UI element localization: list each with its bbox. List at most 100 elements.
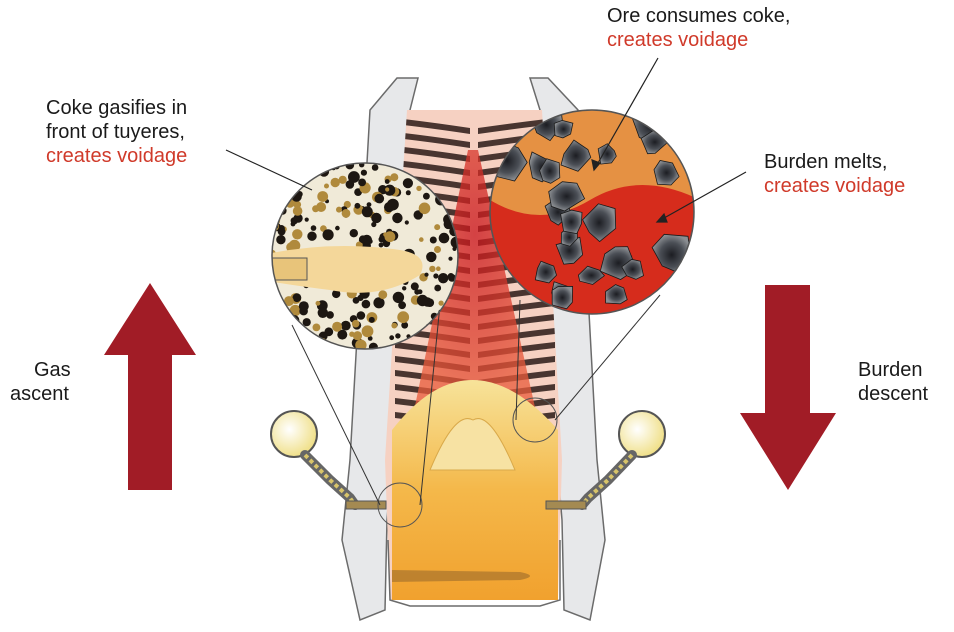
coke-particle (313, 324, 321, 332)
coke-particle (276, 235, 285, 244)
coke-particle (448, 257, 452, 261)
ore-particle (561, 210, 582, 234)
coke-particle (346, 180, 355, 189)
ore-consumes-highlight: creates voidage (607, 28, 790, 52)
coke-particle (332, 322, 342, 332)
coke-particle (331, 178, 340, 187)
coke-particle (305, 333, 314, 342)
coke-particle (419, 203, 431, 215)
coke-particle (424, 273, 428, 277)
coke-particle (362, 325, 374, 337)
coke-particle (389, 335, 394, 340)
coke-particle (426, 252, 436, 262)
coke-particle (397, 311, 409, 323)
coke-particle (395, 333, 400, 338)
coke-particle (434, 224, 440, 230)
coke-particle (341, 321, 351, 331)
coke-particle (301, 168, 306, 173)
coke-particle (323, 229, 334, 240)
coke-particle (430, 237, 437, 244)
burden-descent-arrow (740, 285, 836, 490)
coke-particle (371, 213, 381, 223)
coke-particle (378, 290, 387, 299)
coke-particle (311, 225, 317, 231)
coke-particle (411, 282, 419, 290)
coke-gasifies-line2: front of tuyeres, (46, 120, 187, 144)
coke-particle (439, 233, 450, 244)
coke-gasifies-label: Coke gasifies in front of tuyeres, creat… (46, 96, 187, 168)
coke-particle (391, 323, 397, 329)
coke-particle (350, 173, 355, 178)
coke-particle (283, 191, 288, 196)
gas-ascent-line2: ascent (10, 382, 71, 406)
coke-particle (438, 273, 448, 283)
coke-particle (312, 205, 319, 212)
coke-particle (436, 266, 441, 271)
coke-particle (362, 206, 373, 217)
coke-particle (405, 220, 409, 224)
coke-particle (358, 179, 366, 187)
coke-particle (362, 300, 371, 309)
coke-particle (392, 213, 402, 223)
coke-particle (429, 266, 435, 272)
coke-particle (375, 194, 385, 204)
coke-particle (367, 202, 372, 207)
burden-descent-line2: descent (858, 382, 928, 406)
gas-ascent-label: Gas ascent (10, 358, 71, 406)
coke-particle (304, 339, 310, 345)
coke-particle (352, 320, 360, 328)
coke-particle (402, 286, 406, 290)
coke-particle (419, 237, 424, 242)
burden-melts-highlight: creates voidage (764, 174, 905, 198)
coke-particle (372, 164, 379, 171)
ore-particle (552, 286, 572, 308)
coke-particle (361, 170, 367, 176)
burden-descent-line1: Burden (858, 358, 928, 382)
coke-particle (284, 181, 289, 186)
coke-particle (359, 235, 367, 243)
burden-descent-label: Burden descent (858, 358, 928, 406)
coke-particle (353, 331, 362, 340)
coke-particle (357, 311, 366, 320)
coke-particle (307, 232, 316, 241)
coke-particle (272, 187, 282, 197)
gas-ascent-arrow (104, 283, 196, 490)
coke-particle (357, 295, 363, 301)
coke-particle (268, 341, 277, 350)
ore-consumes-label: Ore consumes coke, creates voidage (607, 4, 790, 52)
coke-particle (335, 226, 340, 231)
coke-particle (434, 285, 441, 292)
coke-particle (325, 347, 329, 351)
coke-particle (452, 247, 456, 251)
gas-ascent-line1: Gas (10, 358, 71, 382)
burden-melts-line1: Burden melts, (764, 150, 905, 174)
coke-particle (342, 209, 351, 218)
coke-particle (433, 273, 438, 278)
coke-particle (416, 186, 421, 191)
coke-particle (285, 187, 290, 192)
coke-particle (434, 246, 441, 253)
coke-particle (398, 301, 406, 309)
burden-melts-label: Burden melts, creates voidage (764, 150, 905, 198)
coke-particle (284, 325, 289, 330)
coke-particle (292, 229, 302, 239)
coke-particle (369, 317, 375, 323)
coke-particle (274, 304, 286, 316)
coke-particle (272, 206, 277, 211)
coke-gasifies-line1: Coke gasifies in (46, 96, 187, 120)
coke-particle (418, 289, 423, 294)
coke-particle (385, 179, 390, 184)
coke-particle (406, 190, 411, 195)
coke-particle (324, 184, 329, 189)
coke-particle (305, 218, 309, 222)
coke-particle (318, 308, 328, 318)
coke-particle (423, 193, 430, 200)
coke-particle (355, 203, 361, 209)
coke-particle (403, 178, 413, 188)
coke-particle (387, 199, 399, 211)
coke-particle (350, 229, 358, 237)
coke-particle (298, 158, 309, 169)
coke-particle (299, 301, 309, 311)
